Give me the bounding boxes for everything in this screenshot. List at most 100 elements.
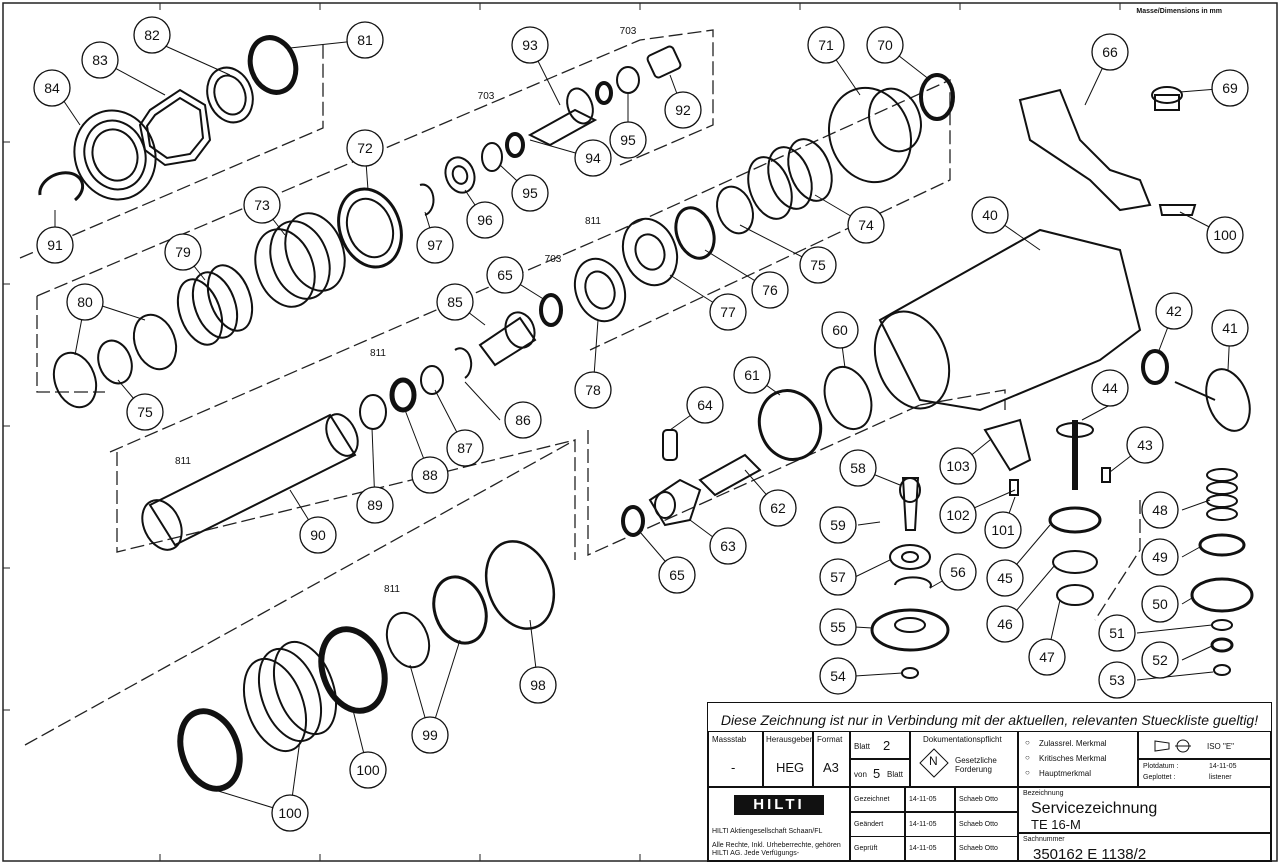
sign-row-date: 14-11-05 (905, 836, 955, 862)
logo-cell: HILTI HILTI Aktiengesellschaft Schaan/FL… (708, 787, 850, 861)
callout-label: 811 (384, 584, 400, 595)
callout-label: 78 (585, 382, 601, 398)
callout-label: 83 (92, 52, 108, 68)
callout-label: 72 (357, 140, 373, 156)
callout-label: 102 (946, 507, 970, 523)
callout-circles (33, 16, 1249, 832)
doku-diamond-icon (919, 748, 949, 778)
sign-row-name: Schaeb Otto (955, 836, 1018, 862)
massstab-cell: Massstab - (708, 731, 763, 787)
callout-label: 58 (850, 460, 866, 476)
drawing-title: Servicezeichnung (1031, 800, 1158, 817)
callout-label: 90 (310, 527, 326, 543)
callout-label: 100 (278, 805, 302, 821)
callout-label: 103 (946, 458, 970, 474)
bezeichnung-cell: Bezeichnung Servicezeichnung TE 16-M (1018, 787, 1271, 833)
callout-label: 95 (620, 132, 636, 148)
callout-label: 80 (77, 294, 93, 310)
callout-label: 69 (1222, 80, 1238, 96)
callout-label: 92 (675, 102, 691, 118)
sign-row-label: Geändert (850, 811, 905, 837)
callout-label: 75 (810, 257, 826, 273)
format-cell: Format A3 (813, 731, 850, 787)
callout-label: 79 (175, 244, 191, 260)
callout-label: 75 (137, 404, 153, 420)
frame-ticks (3, 3, 1121, 861)
callout-label: 65 (497, 267, 513, 283)
callout-label: 61 (744, 367, 760, 383)
callout-label: 84 (44, 80, 60, 96)
merkmal-3-icon: ○ (1025, 768, 1030, 777)
callout-label: 53 (1109, 672, 1125, 688)
callout-label: 48 (1152, 502, 1168, 518)
callout-label: 40 (982, 207, 998, 223)
callout-label: 50 (1152, 596, 1168, 612)
callout-label: 44 (1102, 380, 1118, 396)
callout-label: 77 (720, 304, 736, 320)
callout-label: 47 (1039, 649, 1055, 665)
part-number: 350162 E 1138/2 (1033, 846, 1147, 861)
callout-label: 100 (356, 762, 380, 778)
sign-row-date: 14-11-05 (905, 811, 955, 837)
callout-label: 99 (422, 727, 438, 743)
callout-label: 49 (1152, 549, 1168, 565)
callout-label: 95 (522, 185, 538, 201)
callout-label: 98 (530, 677, 546, 693)
sign-row-name: Schaeb Otto (955, 787, 1018, 812)
callout-label: 703 (478, 91, 495, 102)
callout-label: 81 (357, 32, 373, 48)
callout-label: 46 (997, 616, 1013, 632)
callout-label: 56 (950, 564, 966, 580)
callout-label: 42 (1166, 303, 1182, 319)
callout-label: 76 (762, 282, 778, 298)
callout-label: 43 (1137, 437, 1153, 453)
callout-label: 60 (832, 322, 848, 338)
callout-label: 703 (545, 254, 562, 265)
callout-label: 82 (144, 27, 160, 43)
plot-cell: Plotdatum : 14-11-05 Geplottet : listene… (1138, 759, 1271, 787)
callout-label: 94 (585, 150, 601, 166)
von-cell: von 5 Blatt (850, 759, 910, 787)
callout-label: 88 (422, 467, 438, 483)
callout-label: 52 (1152, 652, 1168, 668)
callout-label: 62 (770, 500, 786, 516)
title-block: Diese Zeichnung ist nur in Verbindung mi… (707, 702, 1272, 862)
drawing-subtitle: TE 16-M (1031, 817, 1081, 832)
callout-label: 63 (720, 538, 736, 554)
callout-label: 51 (1109, 625, 1125, 641)
callout-label: 811 (175, 456, 191, 467)
merkmal-1-icon: ○ (1025, 738, 1030, 747)
projection-symbol-icon (1154, 739, 1191, 753)
sign-row-label: Geprüft (850, 836, 905, 862)
callout-label: 811 (370, 348, 386, 359)
sign-row-name: Schaeb Otto (955, 811, 1018, 837)
callout-label: 57 (830, 569, 846, 585)
sign-row-date: 14-11-05 (905, 787, 955, 812)
disclaimer: Diese Zeichnung ist nur in Verbindung mi… (708, 703, 1271, 732)
callout-label: 45 (997, 570, 1013, 586)
sachnummer-cell: Sachnummer 350162 E 1138/2 (1018, 833, 1271, 861)
callout-label: 41 (1222, 320, 1238, 336)
callout-label: 91 (47, 237, 63, 253)
blatt-cell: Blatt 2 (850, 731, 910, 759)
callout-label: 100 (1213, 227, 1237, 243)
callout-label: 59 (830, 517, 846, 533)
herausgeber-cell: Herausgeber HEG (763, 731, 813, 787)
callout-label: 703 (620, 26, 637, 37)
callout-label: 65 (669, 567, 685, 583)
iso-cell: ISO "E" (1138, 731, 1271, 759)
callout-label: 64 (697, 397, 713, 413)
callout-label: 66 (1102, 44, 1118, 60)
callout-label: 55 (830, 619, 846, 635)
hilti-logo: HILTI (734, 795, 824, 815)
callout-label: 71 (818, 37, 834, 53)
dimensions-note: Masse/Dimensions in mm (1136, 8, 1222, 15)
merkmal-2-icon: ○ (1025, 753, 1030, 762)
callout-label: 87 (457, 440, 473, 456)
callout-label: 74 (858, 217, 874, 233)
callout-label: 101 (991, 522, 1015, 538)
